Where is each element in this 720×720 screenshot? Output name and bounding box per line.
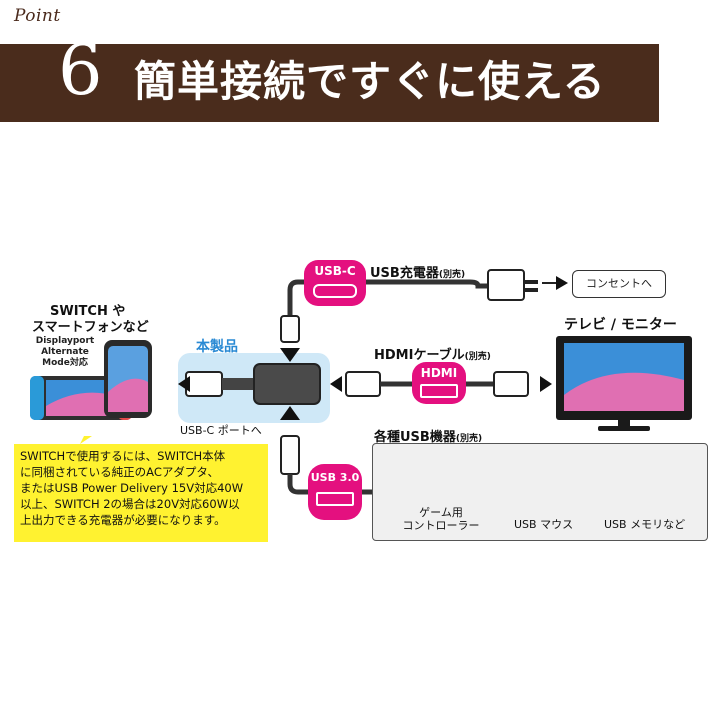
hdmi-cable-label: HDMIケーブル(別売) (374, 348, 491, 363)
point-number: 6 (58, 29, 103, 111)
arrow-right-icon-hdmi (540, 376, 552, 392)
point-label: Point (14, 6, 61, 26)
arrow-down-icon (280, 348, 300, 362)
charger-label: USB充電器(別売) (370, 266, 466, 281)
page-title: 簡単接続ですぐに使える (134, 57, 606, 106)
note-line: に同梱されている純正のACアダプタ、 (20, 465, 220, 479)
mouse-label: USB マウス (514, 518, 574, 531)
usb3-badge: USB 3.0 (308, 464, 362, 520)
hdmi-badge: HDMI (412, 362, 466, 404)
usbc-badge: USB-C (304, 260, 366, 306)
arrow-left-icon (178, 376, 190, 392)
charger-icon (487, 269, 525, 301)
arrow-left-icon-hdmi (330, 376, 342, 392)
outlet-label: コンセントへ (572, 270, 666, 298)
tv-label: テレビ / モニター (564, 317, 677, 333)
adapter-body-icon (253, 363, 321, 405)
note-line: 以上、SWITCH 2の場合は20V対応60W以 (20, 497, 240, 511)
arrow-right-icon (556, 276, 568, 290)
product-label: 本製品 (196, 339, 238, 355)
usbc-port-label: USB-C ポートへ (180, 424, 262, 437)
arrow-up-icon (280, 406, 300, 420)
switch-label-line1: SWITCH や (50, 304, 126, 319)
displayport-label: Displayport Alternate Mode対応 (35, 336, 95, 368)
usbc-plug-top (280, 315, 300, 343)
controller-label: ゲーム用 コントローラー (402, 506, 480, 532)
title-banner (0, 44, 659, 122)
usb-devices-panel (372, 443, 708, 541)
note-line: 上出力できる充電器が必要になります。 (20, 513, 226, 527)
switch-label-line2: スマートフォンなど (32, 320, 149, 335)
note-line: またはUSB Power Delivery 15V対応40W (20, 481, 244, 495)
usb-devices-label: 各種USB機器(別売) (374, 430, 483, 445)
requirements-note: SWITCHで使用するには、SWITCH本体 に同梱されている純正のACアダプタ… (14, 444, 268, 542)
adapter-usbc-plug (185, 371, 223, 397)
note-line: SWITCHで使用するには、SWITCH本体 (20, 449, 226, 463)
usba-plug (280, 435, 300, 475)
memory-label: USB メモリなど (604, 518, 686, 531)
